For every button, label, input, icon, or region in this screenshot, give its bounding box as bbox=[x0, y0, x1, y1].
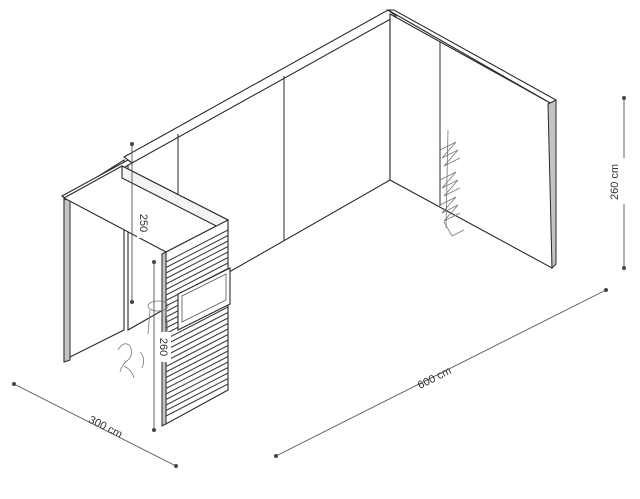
dimension-600-label: 600 cm bbox=[416, 365, 454, 392]
slat-line bbox=[165, 323, 229, 356]
stool-sketch bbox=[117, 300, 169, 379]
dimension-260-column-label: 260 bbox=[157, 338, 169, 356]
dimension-600 bbox=[274, 288, 608, 458]
dimension-250 bbox=[130, 142, 134, 304]
screen-panel bbox=[177, 267, 231, 331]
slat-line bbox=[165, 361, 229, 395]
slat-line bbox=[165, 251, 229, 285]
dimension-300 bbox=[12, 382, 178, 468]
slat-line bbox=[165, 306, 229, 340]
slat-line bbox=[165, 383, 229, 417]
brochure-stand bbox=[439, 129, 465, 237]
slat-line bbox=[165, 356, 229, 389]
slat-line bbox=[165, 229, 229, 263]
slat-line bbox=[165, 262, 229, 296]
slat-line bbox=[165, 350, 229, 384]
slat-line bbox=[165, 240, 229, 274]
slat-line bbox=[165, 345, 229, 378]
dimension-300-label: 300 cm bbox=[87, 414, 125, 441]
slat-line bbox=[165, 257, 229, 290]
slat-line bbox=[165, 372, 229, 406]
slat-line bbox=[165, 312, 229, 345]
slat-line bbox=[165, 378, 229, 411]
slat-line bbox=[165, 246, 229, 279]
slat-line bbox=[165, 367, 229, 400]
slat-line bbox=[165, 339, 229, 373]
slat-line bbox=[165, 235, 229, 268]
slat-line bbox=[165, 334, 229, 367]
slat-line bbox=[165, 328, 229, 362]
dimension-260-column bbox=[152, 260, 156, 432]
dimension-260-right-label: 260 cm bbox=[609, 164, 621, 200]
slat-line bbox=[165, 317, 229, 351]
dimension-250-label: 250 bbox=[137, 214, 149, 232]
right-wall bbox=[385, 9, 557, 270]
